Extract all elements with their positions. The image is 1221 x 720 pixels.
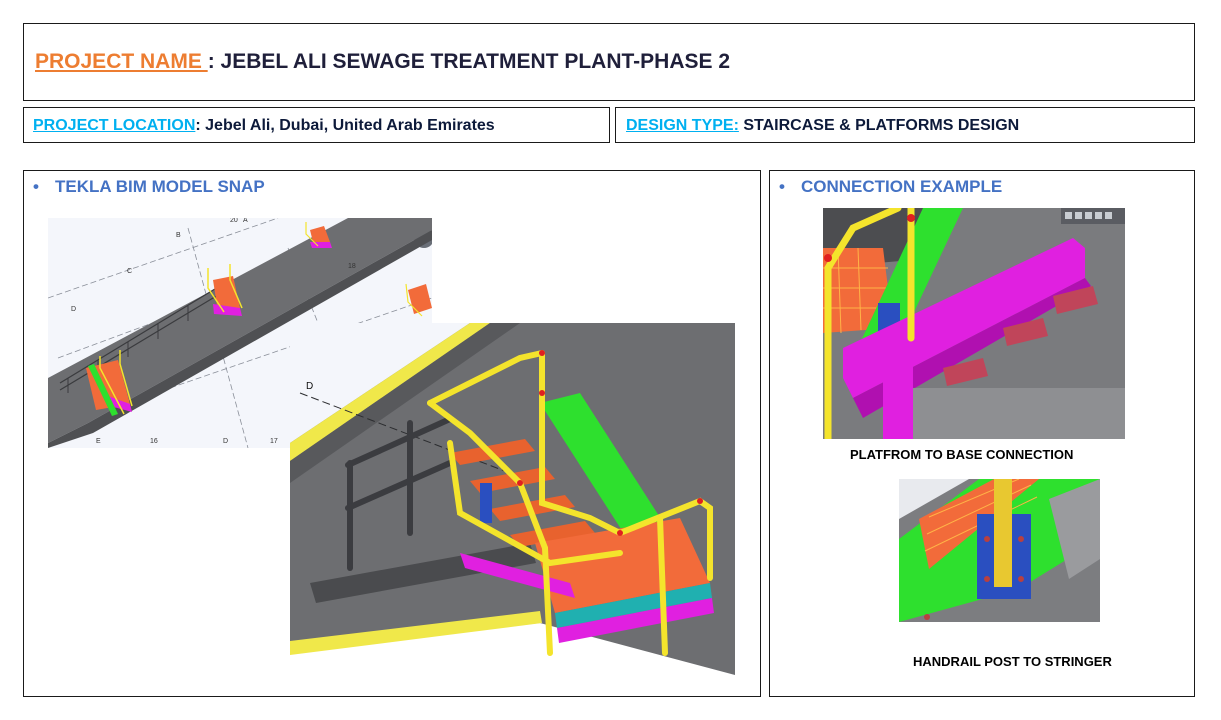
platform-base-connection-image — [823, 208, 1125, 439]
grid-label: D — [306, 381, 314, 392]
model-detail-drawing — [290, 323, 735, 675]
bullet-icon: • — [779, 177, 785, 196]
grid-label: E — [96, 438, 101, 445]
model-detail-image: D — [290, 323, 735, 675]
handrail-stringer-connection-caption: HANDRAIL POST TO STRINGER — [913, 654, 1112, 669]
grid-label: A — [243, 218, 248, 224]
platform-base-connection-caption: PLATFROM TO BASE CONNECTION — [850, 447, 1074, 462]
project-location-label: PROJECT LOCATION — [33, 117, 196, 134]
handrail-stringer-connection-image — [899, 479, 1100, 622]
platform-base-connection-drawing — [823, 208, 1125, 439]
project-name-bar: PROJECT NAME : JEBEL ALI SEWAGE TREATMEN… — [23, 23, 1195, 101]
design-type-colon: : — [733, 117, 739, 134]
handrail-stringer-connection-drawing — [899, 479, 1100, 622]
grid-label: D — [223, 438, 229, 445]
project-name-value: : JEBEL ALI SEWAGE TREATMENT PLANT-PHASE… — [207, 50, 731, 73]
grid-label: B — [176, 232, 181, 239]
design-type-bar: DESIGN TYPE: STAIRCASE & PLATFORMS DESIG… — [615, 107, 1195, 143]
connection-example-title-text: CONNECTION EXAMPLE — [801, 177, 1003, 196]
grid-label: 18 — [348, 263, 356, 270]
grid-label: D — [71, 306, 77, 313]
design-type-label: DESIGN TYPE — [626, 117, 734, 134]
grid-label: 16 — [150, 438, 158, 445]
design-type-value: STAIRCASE & PLATFORMS DESIGN — [738, 117, 1020, 134]
project-location-line: PROJECT LOCATION: Jebel Ali, Dubai, Unit… — [33, 117, 495, 135]
grid-label: 17 — [270, 438, 278, 445]
grid-label: C — [127, 268, 133, 275]
project-location-bar: PROJECT LOCATION: Jebel Ali, Dubai, Unit… — [23, 107, 610, 143]
project-name-label: PROJECT NAME — [35, 50, 208, 73]
design-type-line: DESIGN TYPE: STAIRCASE & PLATFORMS DESIG… — [626, 117, 1019, 135]
tekla-model-title: • TEKLA BIM MODEL SNAP — [33, 177, 265, 197]
project-name-line: PROJECT NAME : JEBEL ALI SEWAGE TREATMEN… — [35, 50, 730, 74]
tekla-model-title-text: TEKLA BIM MODEL SNAP — [55, 177, 265, 196]
grid-label: 20 — [230, 218, 238, 224]
project-location-value: : Jebel Ali, Dubai, United Arab Emirates — [195, 117, 495, 134]
connection-example-title: • CONNECTION EXAMPLE — [779, 177, 1002, 197]
bullet-icon: • — [33, 177, 39, 196]
